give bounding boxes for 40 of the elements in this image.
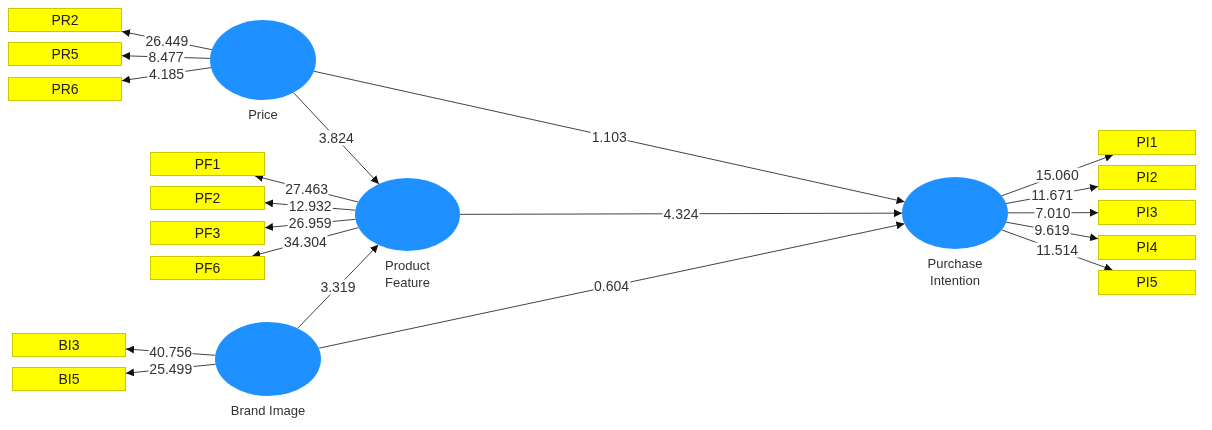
construct-label: Price xyxy=(247,106,279,123)
edge-label: 4.185 xyxy=(147,66,185,82)
indicator-box: PF2 xyxy=(150,186,265,210)
arrow xyxy=(313,70,906,205)
edge-label: 4.324 xyxy=(662,206,700,222)
indicator-box: PI2 xyxy=(1098,165,1196,190)
edge-label: 26.449 xyxy=(144,33,190,49)
arrow xyxy=(459,209,903,218)
indicator-box: PR2 xyxy=(8,8,122,32)
edge-label: 7.010 xyxy=(1034,205,1072,221)
edge-label: 25.499 xyxy=(148,361,194,377)
edge-label: 34.304 xyxy=(283,234,328,250)
edge-label: 15.060 xyxy=(1034,167,1080,183)
indicator-box: PI5 xyxy=(1098,270,1196,295)
indicator-box: PI1 xyxy=(1098,130,1196,155)
indicator-box: PR6 xyxy=(8,77,122,101)
edge-label: 8.477 xyxy=(147,49,185,65)
indicator-box: PI3 xyxy=(1098,200,1196,225)
edge-label: 11.514 xyxy=(1035,242,1079,258)
edge-label: 11.671 xyxy=(1030,187,1074,203)
indicator-box: PF3 xyxy=(150,221,265,245)
edge-label: 26.959 xyxy=(287,216,333,231)
edge-label: 3.824 xyxy=(317,130,355,146)
edge-label: 0.604 xyxy=(593,278,631,294)
edge-label: 1.103 xyxy=(590,129,628,145)
indicator-box: PF1 xyxy=(150,152,265,176)
construct-label: Purchase Intention xyxy=(926,255,984,289)
indicator-box: BI3 xyxy=(12,333,126,357)
arrow xyxy=(318,221,905,349)
edge-label: 27.463 xyxy=(284,181,329,197)
edge-label: 40.756 xyxy=(148,344,194,360)
indicator-box: PI4 xyxy=(1098,235,1196,260)
indicator-box: BI5 xyxy=(12,367,126,391)
edge-label: 3.319 xyxy=(319,279,357,295)
indicator-box: PR5 xyxy=(8,42,122,66)
edge-label: 9.619 xyxy=(1033,222,1071,238)
construct-label: Brand Image xyxy=(229,402,307,419)
indicator-box: PF6 xyxy=(150,256,265,280)
construct-label: Product Feature xyxy=(384,257,431,291)
edge-label: 12.932 xyxy=(287,198,333,214)
